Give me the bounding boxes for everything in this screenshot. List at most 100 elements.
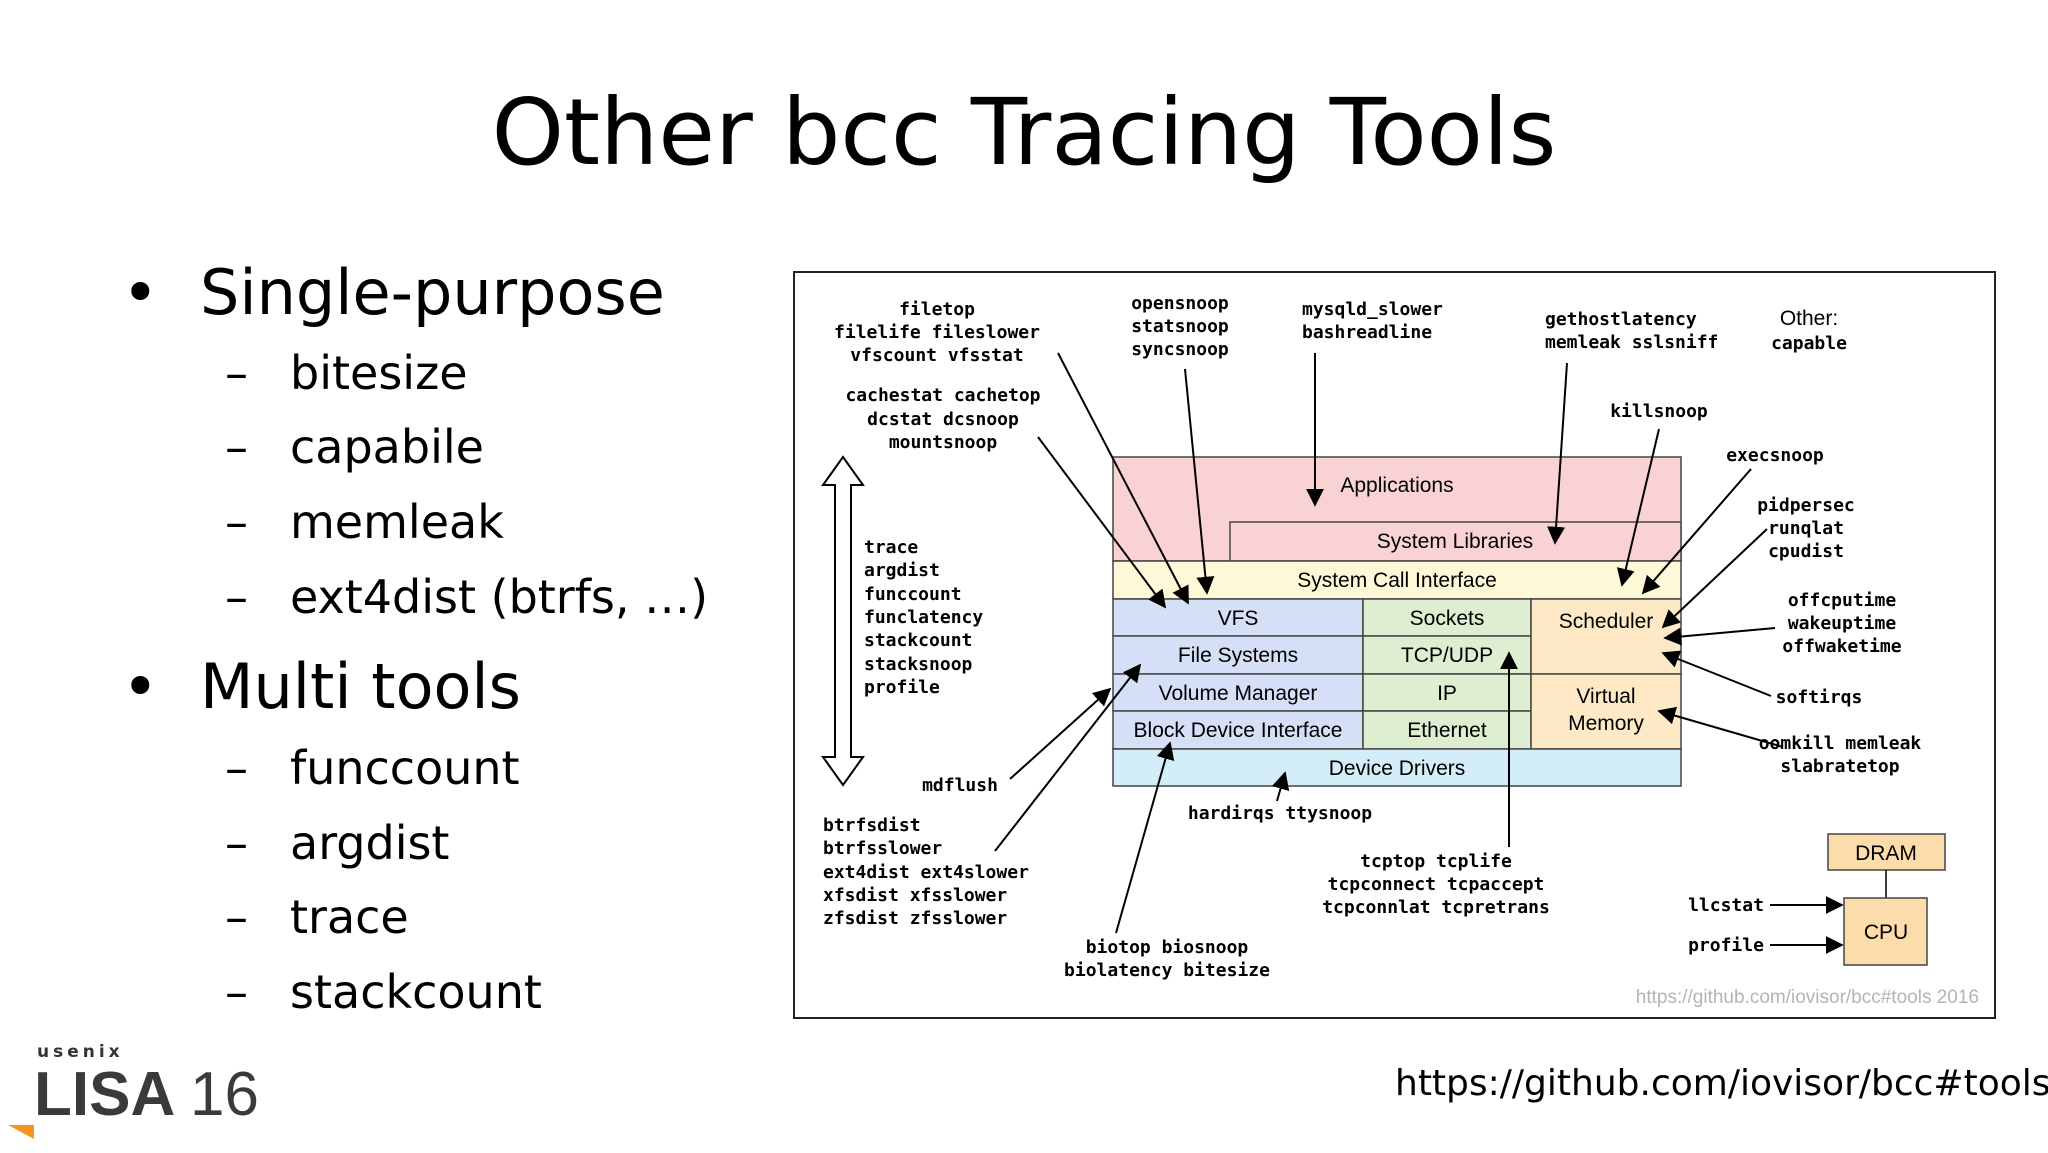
footer-url[interactable]: https://github.com/iovisor/bcc#tools: [1395, 1063, 2048, 1104]
arrow: [1057, 352, 1189, 605]
tool-label: profile: [864, 677, 940, 698]
arrow: [1661, 528, 1768, 629]
dram-box: DRAM: [1827, 833, 1946, 871]
tools-hardirqs: hardirqs ttysnoop: [1188, 803, 1372, 824]
arrow: [1641, 468, 1752, 595]
layer-label: Virtual: [1576, 685, 1635, 708]
tool-label: stacksnoop: [864, 654, 973, 675]
tool-label: slabratetop: [1780, 756, 1899, 777]
tool-label: gethostlatency: [1545, 309, 1697, 330]
tools-tcptop: tcptop tcplife tcpconnect tcpaccept tcpc…: [1322, 851, 1550, 918]
layer-tcp-udp: TCP/UDP: [1362, 635, 1532, 675]
tool-label: filelife fileslower: [834, 322, 1040, 343]
sub-bullet-label: bitesize: [290, 346, 468, 400]
tool-label: ext4dist ext4slower: [823, 862, 1029, 883]
layer-ethernet: Ethernet: [1362, 710, 1532, 750]
tool-label: funclatency: [864, 607, 983, 628]
arrow: [994, 663, 1142, 852]
slide-title: Other bcc Tracing Tools: [491, 79, 1557, 186]
tool-label: cpudist: [1768, 541, 1844, 562]
tool-label: syncsnoop: [1131, 339, 1229, 360]
layer-file-systems: File Systems: [1112, 635, 1364, 675]
layer-block-device-interface: Block Device Interface: [1112, 710, 1364, 750]
bullet-glyph: •: [122, 650, 159, 723]
bcc-tools-diagram: Applications System Libraries System Cal…: [793, 271, 1996, 1019]
layer-ip: IP: [1362, 673, 1532, 712]
arrow: [1547, 362, 1568, 545]
tools-mdflush: mdflush: [922, 775, 998, 796]
tools-other: Other: capable: [1771, 307, 1847, 354]
layer-sockets: Sockets: [1362, 598, 1532, 637]
tools-multi: trace argdist funccount funclatency stac…: [864, 537, 983, 698]
tool-label: profile: [1688, 935, 1764, 956]
cpu-box: CPU: [1843, 897, 1928, 966]
layer-label: IP: [1437, 682, 1457, 705]
layer-vfs: VFS: [1112, 598, 1364, 637]
tools-pidpersec: pidpersec runqlat cpudist: [1757, 495, 1855, 562]
layer-label: TCP/UDP: [1401, 644, 1493, 667]
tool-label: hardirqs ttysnoop: [1188, 803, 1372, 824]
tools-softirqs: softirqs: [1776, 687, 1863, 708]
tool-label: mysqld_slower: [1302, 299, 1443, 320]
tool-label: llcstat: [1688, 895, 1764, 916]
arrow: [1661, 650, 1772, 697]
sub-bullet-label: ext4dist (btrfs, …): [290, 570, 709, 624]
tools-opensnoop: opensnoop statsnoop syncsnoop: [1131, 293, 1229, 360]
tool-label: wakeuptime: [1788, 613, 1897, 634]
tool-label: runqlat: [1768, 518, 1844, 539]
bullet-glyph: •: [122, 256, 159, 329]
tool-label: bashreadline: [1302, 322, 1432, 343]
stack-double-arrow: [821, 455, 865, 787]
tool-label: killsnoop: [1610, 401, 1708, 422]
tool-label: oomkill memleak: [1759, 733, 1922, 754]
tools-btrfs: btrfsdist btrfsslower ext4dist ext4slowe…: [823, 815, 1029, 929]
tools-gethost: gethostlatency memleak sslsniff: [1545, 309, 1718, 353]
tool-label: biolatency bitesize: [1064, 960, 1270, 981]
sub-bullet-label: capabile: [290, 420, 484, 474]
tool-label: Other:: [1780, 307, 1838, 330]
tools-execsnoop: execsnoop: [1726, 445, 1824, 466]
tools-killsnoop: killsnoop: [1610, 401, 1708, 422]
layer-label: Block Device Interface: [1134, 719, 1343, 742]
arrow: [1115, 741, 1175, 934]
tool-label: memleak sslsniff: [1545, 332, 1718, 353]
layer-label: Ethernet: [1407, 719, 1487, 742]
layer-scheduler: Scheduler: [1530, 598, 1682, 675]
tool-label: mountsnoop: [889, 432, 998, 453]
diagram-credit: https://github.com/iovisor/bcc#tools 201…: [1636, 987, 1979, 1008]
cpu-label: CPU: [1864, 921, 1908, 944]
tool-label: softirqs: [1776, 687, 1863, 708]
tool-label: opensnoop: [1131, 293, 1229, 314]
layer-label: System Call Interface: [1297, 569, 1497, 592]
tool-label: filetop: [899, 299, 975, 320]
arrow: [1663, 627, 1776, 646]
layer-virtual-memory: Virtual Memory: [1530, 673, 1682, 750]
tool-label: zfsdist zfsslower: [823, 908, 1007, 929]
tool-label: statsnoop: [1131, 316, 1229, 337]
tools-biotop: biotop biosnoop biolatency bitesize: [1064, 937, 1270, 981]
tool-label: btrfsslower: [823, 838, 942, 859]
tool-label: btrfsdist: [823, 815, 921, 836]
tool-label: vfscount vfsstat: [850, 345, 1023, 366]
tools-mysqld: mysqld_slower bashreadline: [1302, 299, 1443, 343]
layer-device-drivers: Device Drivers: [1112, 748, 1682, 787]
tool-label: funccount: [864, 584, 962, 605]
sub-bullet-label: memleak: [290, 495, 504, 549]
layer-volume-manager: Volume Manager: [1112, 673, 1364, 712]
tools-offcpu: offcputime wakeuptime offwaketime: [1782, 590, 1901, 657]
tool-label: offwaketime: [1782, 636, 1901, 657]
bullet-label: Multi tools: [200, 650, 521, 723]
layer-label: Device Drivers: [1329, 757, 1466, 780]
arrow: [1037, 436, 1167, 609]
layer-label: Applications: [1340, 474, 1453, 497]
arrow: [1657, 706, 1784, 748]
lisa-logo-year: 16: [190, 1060, 259, 1129]
layer-label: Scheduler: [1559, 610, 1654, 633]
tool-label: tcpconnect tcpaccept: [1328, 874, 1545, 895]
tool-label: capable: [1771, 333, 1847, 354]
tool-label: xfsdist xfsslower: [823, 885, 1007, 906]
layer-label: Memory: [1568, 712, 1644, 735]
tool-label: cachestat cachetop: [845, 385, 1040, 406]
tools-filetop: filetop filelife fileslower vfscount vfs…: [834, 299, 1040, 366]
tools-profile: profile: [1688, 935, 1764, 956]
